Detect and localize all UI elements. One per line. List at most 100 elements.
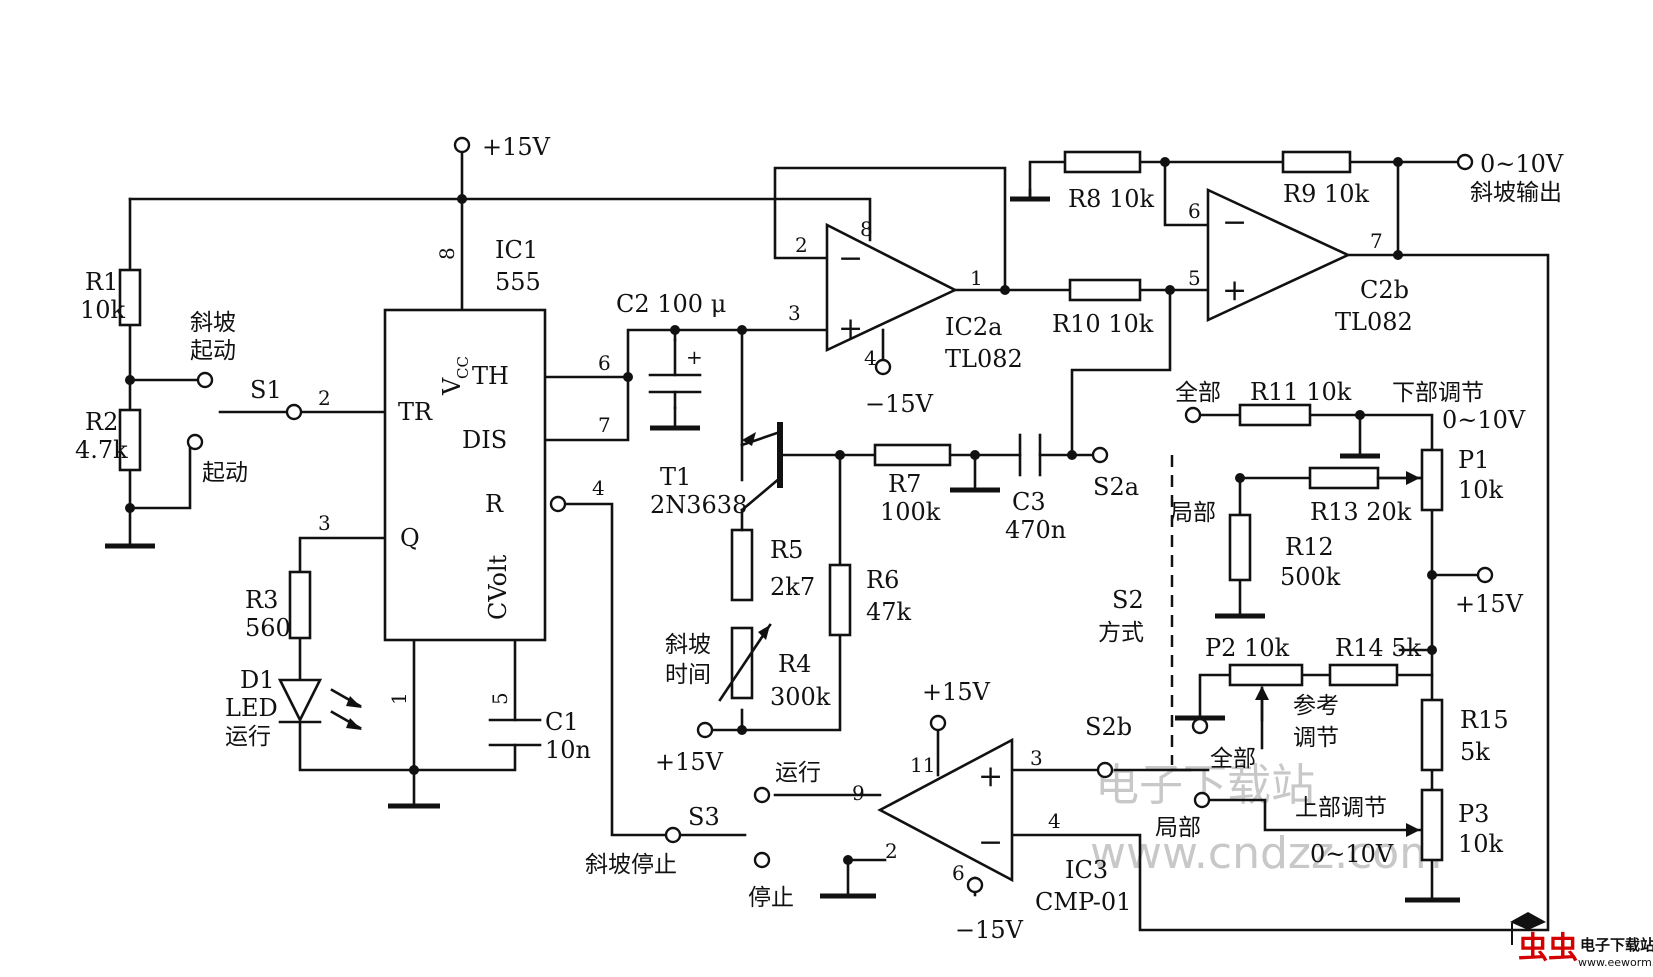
t1-part: 2N3638 bbox=[650, 491, 747, 519]
p1-value: 10k bbox=[1458, 476, 1504, 504]
led-body bbox=[277, 678, 323, 723]
potentiometer-p2 bbox=[1228, 663, 1304, 687]
terminal-local-bottom[interactable] bbox=[1193, 791, 1211, 809]
label-s2-mode: 方式 bbox=[1098, 620, 1144, 646]
potentiometer-p3 bbox=[1420, 788, 1444, 862]
terminal-all-top[interactable] bbox=[1184, 406, 1202, 424]
resistor-r7 bbox=[873, 443, 952, 467]
ic3-part: CMP-01 bbox=[1035, 888, 1131, 916]
ic3-minus: − bbox=[978, 825, 1003, 860]
pin-ic1-4: 4 bbox=[592, 476, 605, 500]
resistor-r12 bbox=[1228, 513, 1252, 582]
resistor-r4 bbox=[730, 626, 754, 700]
capacitors: + bbox=[488, 338, 1042, 747]
label-all-top: 全部 bbox=[1175, 380, 1221, 406]
label-minus15v-ic2a: −15V bbox=[865, 390, 934, 418]
p3-value: 10k bbox=[1458, 830, 1504, 858]
terminal-plus15v-right[interactable] bbox=[1476, 566, 1494, 584]
terminal-all-bottom[interactable] bbox=[1191, 717, 1209, 735]
resistor-r10 bbox=[1068, 278, 1142, 302]
r2-value: 4.7k bbox=[75, 436, 128, 464]
label-s2b: S2b bbox=[1085, 713, 1132, 741]
label-stop: 停止 bbox=[748, 885, 794, 911]
label-upper-adj: 上部调节 bbox=[1295, 795, 1387, 821]
pin-ic2b-6: 6 bbox=[1188, 199, 1201, 223]
watermark-url: www.cndzz.com bbox=[1090, 828, 1442, 879]
r1-value: 10k bbox=[80, 296, 126, 324]
switch-s3-contact[interactable] bbox=[664, 826, 682, 844]
label-lower-adj: 下部调节 bbox=[1392, 380, 1484, 406]
pin-ic2a-4: 4 bbox=[864, 346, 877, 370]
r6-name: R6 bbox=[866, 566, 899, 594]
switch-s2b-contact[interactable] bbox=[1096, 761, 1114, 779]
label-lower-range: 0~10V bbox=[1442, 406, 1526, 434]
pin-ic3-9: 9 bbox=[852, 781, 865, 805]
pin-ic2b-7: 7 bbox=[1370, 229, 1383, 253]
switch-s2a-contact[interactable] bbox=[1091, 446, 1109, 464]
ic1-body bbox=[383, 308, 547, 642]
junctions bbox=[125, 157, 1437, 865]
r15-name: R15 bbox=[1460, 706, 1509, 734]
ic1-name: IC1 bbox=[495, 236, 538, 264]
ic1-pin-q: Q bbox=[400, 524, 420, 552]
c1-value: 10n bbox=[545, 736, 591, 764]
label-ramp-time-1: 斜坡 bbox=[665, 632, 711, 658]
r10-label: R10 10k bbox=[1052, 310, 1154, 338]
p3-name: P3 bbox=[1458, 800, 1489, 828]
terminal-stop[interactable] bbox=[753, 851, 771, 869]
variable-arrows bbox=[718, 471, 1422, 837]
label-local-bottom: 局部 bbox=[1155, 815, 1201, 841]
resistor-r11 bbox=[1238, 403, 1312, 427]
pin-ic3-2: 2 bbox=[885, 839, 898, 863]
switch-s1-contact[interactable] bbox=[285, 403, 303, 421]
r3-value: 560 bbox=[245, 614, 291, 642]
terminal-ramp-output[interactable] bbox=[1456, 153, 1474, 171]
r3-name: R3 bbox=[245, 586, 278, 614]
resistors bbox=[118, 150, 1444, 862]
d1-type: LED bbox=[225, 694, 278, 722]
ic1-pin-vcc: V CC bbox=[438, 356, 472, 396]
pin-ic3-11: 11 bbox=[910, 753, 935, 777]
terminal-plus15v-top[interactable] bbox=[453, 136, 471, 154]
graduation-cap-icon bbox=[1510, 912, 1546, 930]
c2-label: C2 100 μ bbox=[616, 290, 726, 318]
ic1-pin-r-terminal bbox=[549, 495, 567, 513]
ic1-pin-th: TH bbox=[472, 362, 509, 390]
resistor-r1 bbox=[118, 268, 142, 327]
label-output-range: 0~10V bbox=[1480, 150, 1564, 178]
pin-ic2a-2: 2 bbox=[795, 233, 808, 257]
ic2a-part: TL082 bbox=[945, 345, 1023, 373]
ic3-comparator: + − IC3 CMP-01 bbox=[877, 737, 1131, 916]
label-plus15v-right: +15V bbox=[1455, 590, 1524, 618]
label-plus15v-r4: +15V bbox=[655, 748, 724, 776]
terminal-minus15v-ic3[interactable] bbox=[966, 876, 984, 894]
r14-label: R14 5k bbox=[1335, 634, 1422, 662]
r6-value: 47k bbox=[866, 598, 912, 626]
terminals bbox=[186, 136, 1494, 894]
pin-ic1-2: 2 bbox=[318, 386, 331, 410]
r1-name: R1 bbox=[85, 268, 118, 296]
terminal-start[interactable] bbox=[186, 433, 204, 451]
ic1-vcc-sub: CC bbox=[454, 356, 472, 379]
terminal-ramp-start[interactable] bbox=[196, 371, 214, 389]
terminal-run[interactable] bbox=[753, 786, 771, 804]
terminal-plus15v-ic3[interactable] bbox=[929, 714, 947, 732]
watermark: www.cndzz.com 电子下载站 bbox=[1090, 760, 1442, 879]
logo-url: www.eeworm.com bbox=[1578, 956, 1653, 969]
ic2a-opamp: − + IC2a TL082 bbox=[825, 222, 1023, 373]
pin-ic1-6: 6 bbox=[598, 351, 611, 375]
terminal-minus15v-ic2a[interactable] bbox=[874, 358, 892, 376]
ic2b-name: C2b bbox=[1360, 276, 1409, 304]
led-d1 bbox=[277, 678, 362, 730]
c3-name: C3 bbox=[1012, 488, 1046, 516]
pin-ic3-3: 3 bbox=[1030, 746, 1043, 770]
label-ramp-start-1: 斜坡 bbox=[190, 310, 236, 336]
p1-name: P1 bbox=[1458, 446, 1489, 474]
terminal-plus15v-r4[interactable] bbox=[696, 721, 714, 739]
label-s2a: S2a bbox=[1093, 473, 1139, 501]
r7-name: R7 bbox=[888, 470, 921, 498]
label-upper-range: 0~10V bbox=[1310, 840, 1394, 868]
transistor-t1 bbox=[740, 422, 783, 532]
ic1-part: 555 bbox=[495, 268, 541, 296]
r13-label: R13 20k bbox=[1310, 498, 1412, 526]
